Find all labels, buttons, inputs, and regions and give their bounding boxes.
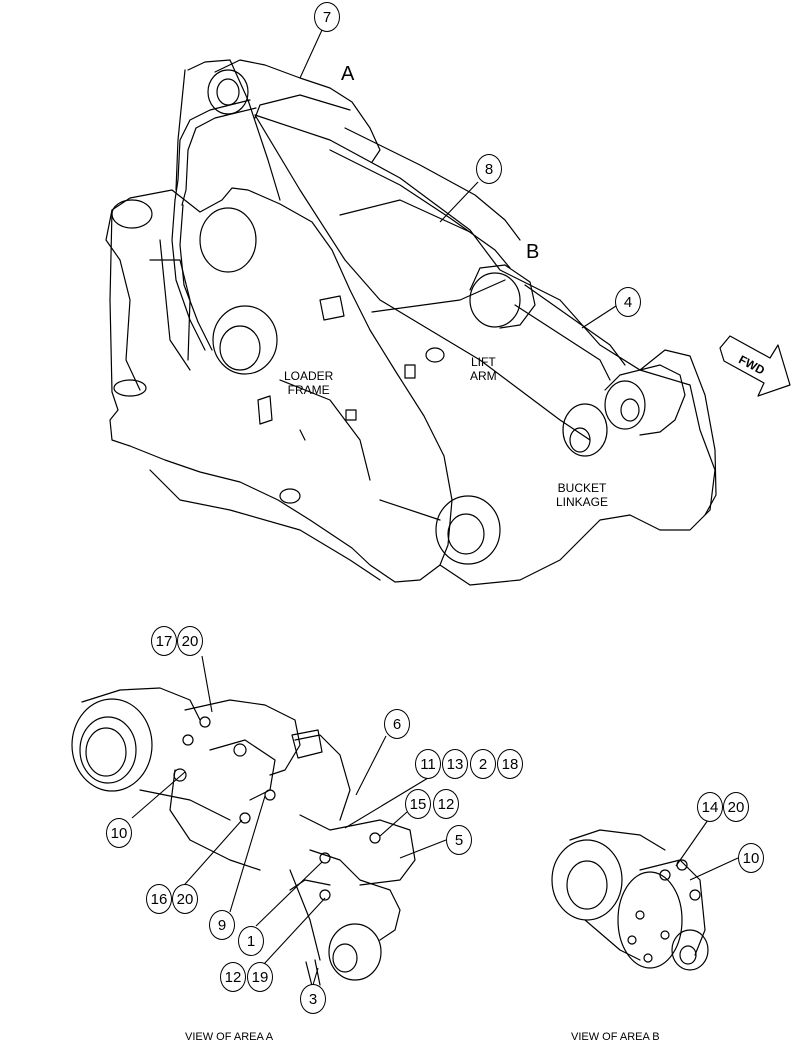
callout-8: 8 — [476, 154, 502, 184]
callout-3: 3 — [300, 984, 326, 1014]
callout-6: 6 — [384, 709, 410, 739]
callout-4: 4 — [615, 287, 641, 317]
callout-2: 2 — [470, 749, 496, 779]
callout-17: 17 — [151, 626, 177, 656]
callout-7: 7 — [314, 2, 340, 32]
area-b-letter: B — [526, 241, 540, 263]
lift-arm-label: LIFT ARM — [470, 355, 497, 383]
callout-12: 12 — [433, 789, 459, 819]
callout-19: 19 — [247, 962, 273, 992]
view-a-caption: VIEW OF AREA A — [185, 1031, 274, 1043]
lift-cylinder-drawing — [207, 59, 686, 436]
callout-13: 13 — [442, 749, 468, 779]
callout-10: 10 — [106, 818, 132, 848]
loader-frame-label: LOADER FRAME — [284, 369, 334, 397]
callout-20: 20 — [177, 626, 203, 656]
callout-20: 20 — [723, 792, 749, 822]
view-b-drawing — [551, 829, 709, 971]
hose-drawing — [159, 99, 257, 371]
callout-1: 1 — [238, 926, 264, 956]
callout-5: 5 — [446, 825, 472, 855]
bucket-linkage-label: BUCKET LINKAGE — [556, 481, 609, 509]
callout-9: 9 — [209, 910, 235, 940]
callout-20: 20 — [172, 884, 198, 914]
lift-arm-drawing — [254, 114, 717, 586]
callout-15: 15 — [405, 789, 431, 819]
leader-lines — [131, 29, 739, 986]
callout-11: 11 — [415, 749, 441, 779]
area-a-letter: A — [341, 63, 355, 85]
callout-12: 12 — [220, 962, 246, 992]
callout-18: 18 — [497, 749, 523, 779]
callout-10: 10 — [738, 843, 764, 873]
callout-14: 14 — [697, 792, 723, 822]
fwd-arrow — [719, 335, 791, 397]
view-b-caption: VIEW OF AREA B — [571, 1031, 660, 1043]
loader-frame-drawing — [105, 59, 453, 583]
callout-16: 16 — [146, 884, 172, 914]
